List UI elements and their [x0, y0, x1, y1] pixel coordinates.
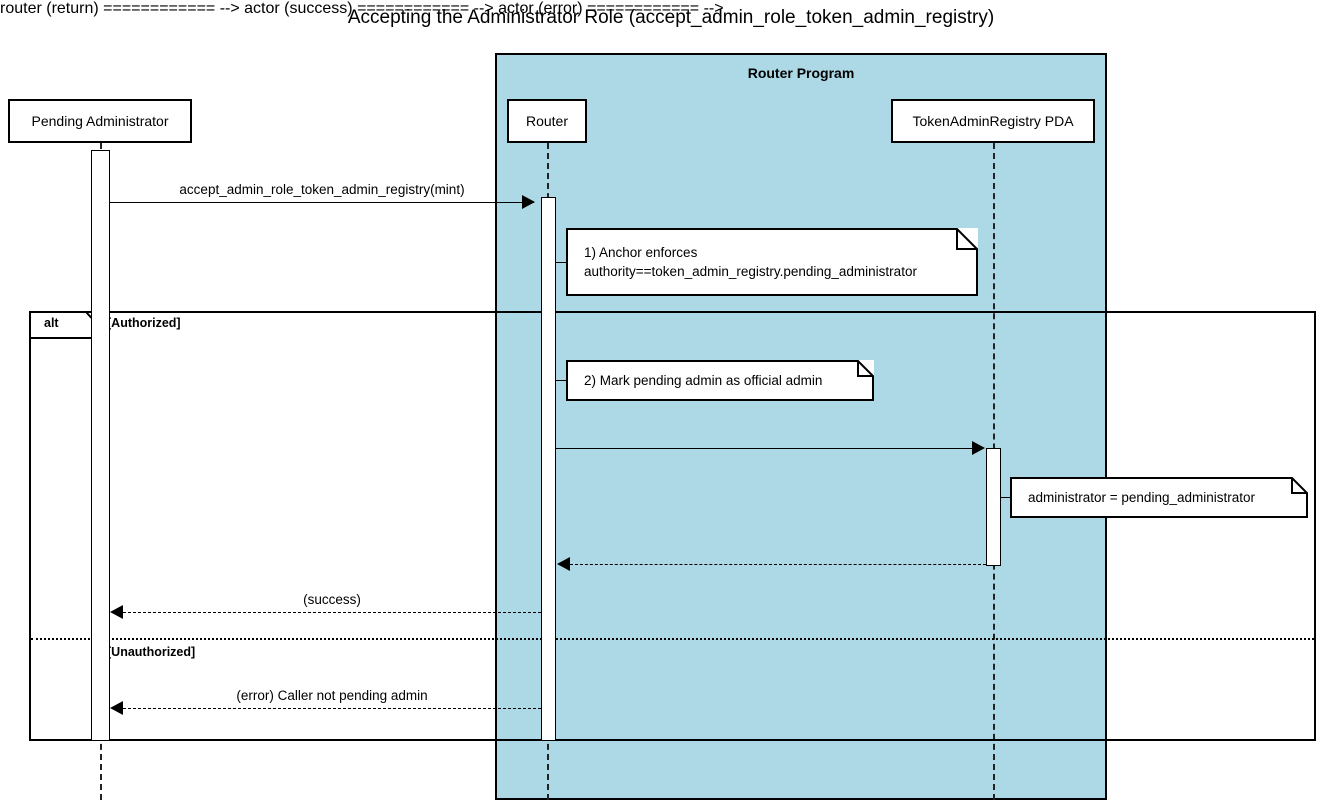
message-line-error [123, 708, 541, 709]
participant-token-admin-registry-pda[interactable]: TokenAdminRegistry PDA [891, 99, 1095, 143]
note-line-2: authority==token_admin_registry.pending_… [584, 264, 917, 279]
alt-operator-tag [29, 311, 99, 339]
note-text-anchor-enforces: 1) Anchor enforces authority==token_admi… [584, 228, 956, 296]
participant-router[interactable]: Router [507, 99, 587, 143]
note-connector-3 [1000, 497, 1012, 498]
activation-bar-token-admin-registry-pda [986, 448, 1001, 566]
note-line-1: administrator = pending_administrator [1028, 490, 1255, 505]
alt-guard-authorized: [Authorized] [107, 316, 181, 330]
participant-label-token-admin-registry-pda: TokenAdminRegistry PDA [912, 113, 1074, 129]
message-arrowhead-registry-return [557, 557, 570, 571]
message-arrowhead-error [110, 701, 123, 715]
message-arrowhead-update-registry [972, 441, 985, 455]
note-line-1: 1) Anchor enforces [584, 245, 698, 260]
participant-label-router: Router [525, 113, 569, 129]
message-label-error: (error) Caller not pending admin [236, 688, 428, 703]
note-text-administrator-assignment: administrator = pending_administrator [1028, 477, 1286, 518]
message-label-accept-admin-role: accept_admin_role_token_admin_registry(m… [179, 182, 465, 197]
participant-pending-administrator[interactable]: Pending Administrator [8, 99, 192, 143]
message-arrowhead-accept-admin-role [522, 195, 535, 209]
message-line-update-registry [556, 448, 980, 449]
participant-label-pending-administrator: Pending Administrator [31, 113, 169, 129]
message-line-accept-admin-role [110, 202, 534, 203]
group-title-router-program: Router Program [747, 65, 855, 81]
alt-fragment-frame [29, 311, 1316, 741]
group-box-router-program [495, 53, 1107, 800]
note-administrator-assignment: administrator = pending_administrator [1010, 477, 1308, 518]
diagram-title: Accepting the Administrator Role (accept… [347, 7, 995, 28]
alt-branch-divider [31, 638, 1314, 640]
message-label-success: (success) [303, 592, 361, 607]
activation-bar-pending-administrator [91, 150, 110, 741]
note-mark-pending-admin: 2) Mark pending admin as official admin [566, 360, 874, 401]
note-connector-2 [556, 380, 568, 381]
message-line-success [123, 612, 541, 613]
message-arrowhead-success [110, 605, 123, 619]
note-connector-1 [556, 262, 568, 263]
note-anchor-enforces: 1) Anchor enforces authority==token_admi… [566, 228, 978, 296]
activation-bar-router [541, 197, 556, 741]
message-line-registry-return [570, 564, 986, 565]
alt-guard-unauthorized: [Unauthorized] [107, 645, 196, 659]
note-line-1: 2) Mark pending admin as official admin [584, 373, 823, 388]
alt-operator-label: alt [44, 316, 59, 330]
note-text-mark-pending-admin: 2) Mark pending admin as official admin [584, 360, 852, 401]
